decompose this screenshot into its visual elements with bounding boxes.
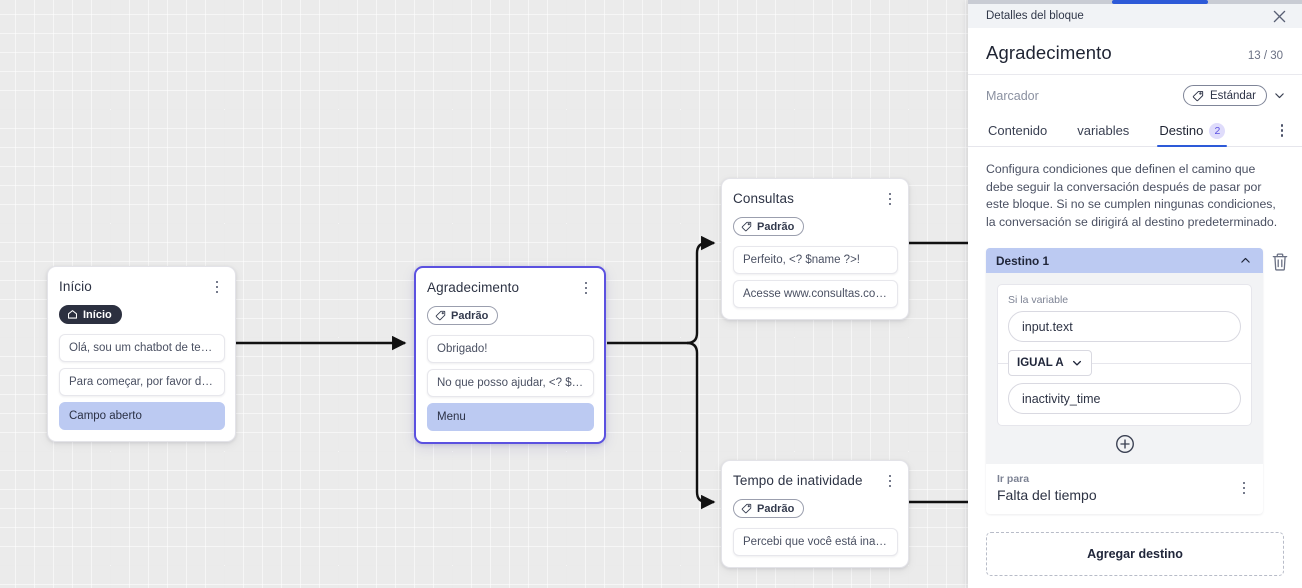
block-counter: 13 / 30 [1247, 50, 1283, 62]
goto-value: Falta del tiempo [997, 487, 1097, 503]
node-title: Início [59, 279, 92, 294]
condition-label: Si la variable [1008, 294, 1069, 306]
operator-select[interactable]: IGUAL A [1008, 350, 1092, 376]
goto-text: Ir para Falta del tiempo [997, 473, 1097, 503]
tab-label: Contenido [988, 123, 1048, 138]
node-header: Tempo de inatividade [733, 472, 898, 490]
tag-icon [435, 310, 446, 321]
flow-node-tempo-de-inatividade[interactable]: Tempo de inatividade Padrão Percebi que … [721, 460, 909, 568]
plus-circle-icon[interactable] [1115, 434, 1135, 454]
goto-row[interactable]: Ir para Falta del tiempo [986, 464, 1263, 514]
node-header: Consultas [733, 190, 898, 208]
node-badge-default: Padrão [733, 499, 805, 518]
panel-top-scrollbar[interactable] [968, 0, 1302, 4]
node-title: Agradecimento [427, 280, 520, 295]
node-menu-icon[interactable] [882, 472, 898, 490]
node-message[interactable]: Para começar, por favor digite o ... [59, 368, 225, 396]
node-messages: Percebi que você está inativo. C... [733, 528, 898, 556]
edge-split-consultas [686, 235, 716, 345]
panel-body: Agradecimento 13 / 30 Marcador Estándar [968, 28, 1302, 588]
tag-icon [741, 221, 752, 232]
node-message[interactable]: Acesse www.consultas.com par... [733, 280, 898, 308]
node-badge-label: Padrão [757, 220, 795, 233]
node-badge-default: Padrão [733, 217, 805, 236]
marker-control[interactable]: Estándar [1182, 85, 1286, 106]
close-icon[interactable] [1271, 8, 1287, 24]
node-badge-label: Padrão [451, 309, 489, 322]
node-message-highlighted[interactable]: Menu [427, 403, 594, 431]
panel-title-row: Agradecimento 13 / 30 [968, 28, 1302, 75]
destination-header[interactable]: Destino 1 [986, 248, 1263, 273]
node-message-highlighted[interactable]: Campo aberto [59, 402, 225, 430]
node-badge-label: Início [83, 308, 112, 321]
home-icon [67, 310, 78, 319]
add-destination-label: Agregar destino [1087, 547, 1183, 561]
node-title: Consultas [733, 191, 794, 206]
node-messages: Perfeito, <? $name ?>! Acesse www.consul… [733, 246, 898, 308]
node-message[interactable]: No que posso ajudar, <? $name ... [427, 369, 594, 397]
node-header: Início [59, 278, 225, 296]
goto-label: Ir para [997, 473, 1030, 485]
node-header: Agradecimento [427, 279, 594, 297]
tab-label: variables [1077, 123, 1130, 138]
chevron-down-icon[interactable] [1273, 89, 1286, 102]
node-title: Tempo de inatividade [733, 473, 863, 488]
trash-icon[interactable] [1271, 252, 1289, 272]
add-destination-button[interactable]: Agregar destino [986, 532, 1284, 576]
operator-label: IGUAL A [1017, 357, 1064, 369]
tab-label: Destino [1159, 123, 1204, 138]
chevron-up-icon[interactable] [1239, 254, 1252, 267]
panel-menu-icon[interactable] [1274, 122, 1290, 140]
destino-description: Configura condiciones que definen el cam… [986, 162, 1278, 229]
destination-row: Destino 1 Si la variable IGUAL A [986, 248, 1289, 514]
node-menu-icon[interactable] [209, 278, 225, 296]
compare-value-input[interactable] [1008, 383, 1241, 414]
flow-node-agradecimento[interactable]: Agradecimento Padrão Obrigado! No que po… [414, 266, 606, 444]
panel-tabs: Contenido variables Destino 2 [968, 115, 1302, 147]
tab-destino[interactable]: Destino 2 [1157, 122, 1228, 147]
tab-badge-count: 2 [1209, 122, 1226, 139]
node-menu-icon[interactable] [578, 279, 594, 297]
node-message[interactable]: Obrigado! [427, 335, 594, 363]
node-badge-start: Início [59, 305, 122, 324]
tab-variables[interactable]: variables [1077, 123, 1129, 146]
scrollbar-thumb[interactable] [1112, 0, 1208, 4]
flow-canvas[interactable]: Início Início Olá, sou um chatbot de tes… [0, 0, 968, 588]
flow-node-inicio[interactable]: Início Início Olá, sou um chatbot de tes… [47, 266, 236, 442]
node-message[interactable]: Olá, sou um chatbot de teste! [59, 334, 225, 362]
edge-split-inatividade [686, 341, 716, 510]
block-details-panel: Detalles del bloque Agradecimento 13 / 3… [968, 0, 1302, 588]
page-title: Agradecimento [986, 42, 1112, 63]
destination-title: Destino 1 [996, 253, 1050, 268]
operator-row: IGUAL A [998, 350, 1251, 376]
panel-header: Detalles del bloque [968, 4, 1302, 28]
node-badge-default: Padrão [427, 306, 499, 325]
tab-contenido[interactable]: Contenido [988, 123, 1047, 146]
node-messages: Obrigado! No que posso ajudar, <? $name … [427, 335, 594, 431]
goto-menu-icon[interactable] [1236, 479, 1252, 497]
node-menu-icon[interactable] [882, 190, 898, 208]
marker-label: Marcador [986, 88, 1039, 103]
marker-chip[interactable]: Estándar [1182, 85, 1267, 106]
node-messages: Olá, sou um chatbot de teste! Para começ… [59, 334, 225, 430]
variable-input[interactable] [1008, 311, 1241, 342]
flow-node-consultas[interactable]: Consultas Padrão Perfeito, <? $name ?>! … [721, 178, 909, 320]
condition-box: Si la variable IGUAL A [997, 284, 1252, 426]
add-condition-row [986, 426, 1263, 464]
panel-header-title: Detalles del bloque [986, 10, 1084, 22]
marker-value: Estándar [1209, 89, 1256, 102]
destination-card: Destino 1 Si la variable IGUAL A [986, 248, 1263, 514]
marker-row: Marcador Estándar [968, 75, 1302, 115]
chevron-down-icon [1072, 360, 1081, 366]
node-message[interactable]: Percebi que você está inativo. C... [733, 528, 898, 556]
tag-icon [741, 503, 752, 514]
node-message[interactable]: Perfeito, <? $name ?>! [733, 246, 898, 274]
tag-icon [1192, 90, 1204, 101]
node-badge-label: Padrão [757, 502, 795, 515]
